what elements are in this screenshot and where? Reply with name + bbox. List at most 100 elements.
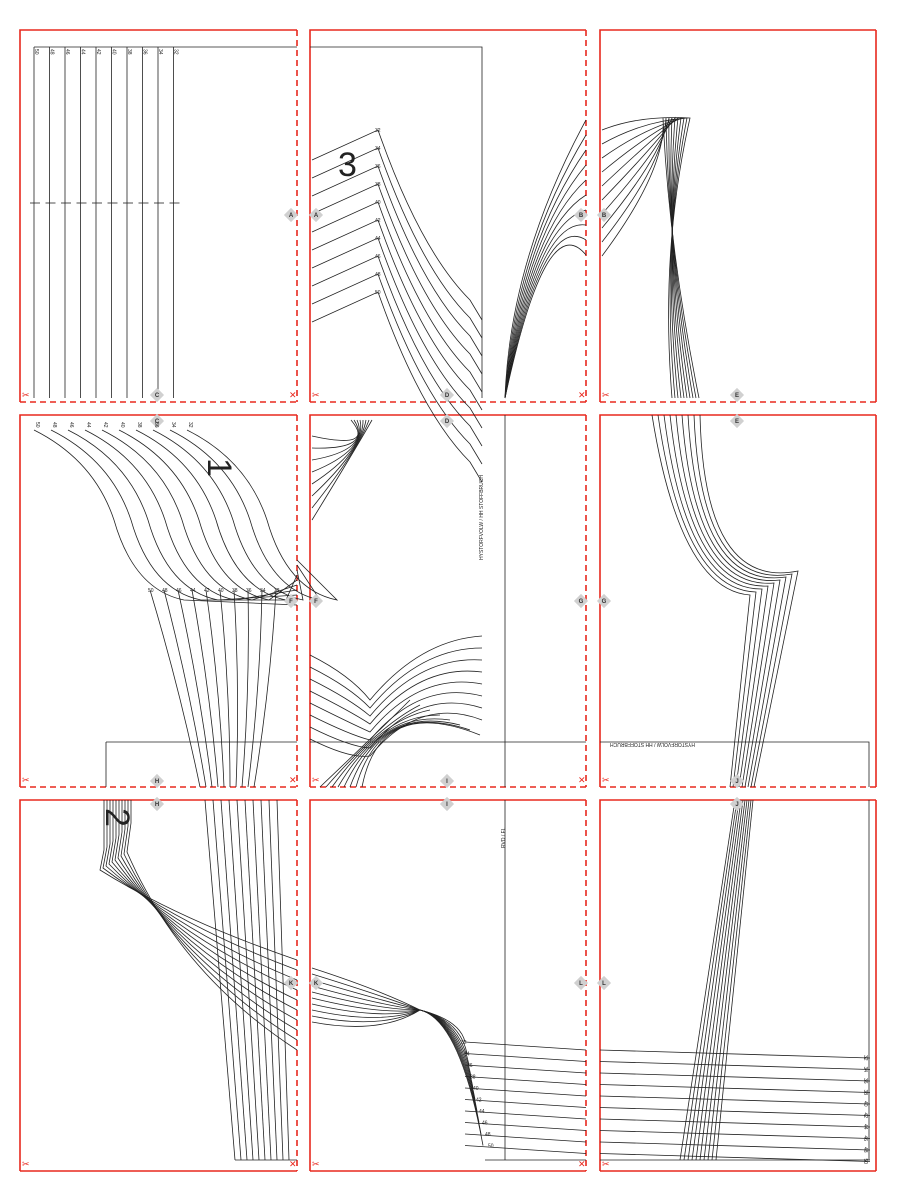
- piece2-line: [108, 800, 298, 991]
- curve-line: [311, 419, 360, 461]
- size-line: [464, 1041, 587, 1051]
- curve-line: [699, 799, 746, 1161]
- size-line: [599, 1084, 871, 1093]
- scissors-icon: ✂: [22, 1159, 30, 1169]
- size-line: [599, 1061, 871, 1070]
- cut-mark-icon: ✕: [578, 1159, 586, 1169]
- marker-label: H: [155, 802, 159, 808]
- marker-label: I: [446, 779, 448, 785]
- size-label: 46: [375, 254, 381, 260]
- curve-line: [663, 414, 763, 788]
- size-label: 44: [862, 1124, 868, 1130]
- marker-label: C: [155, 419, 160, 425]
- piece2-line: [120, 800, 298, 1031]
- curve-line: [601, 117, 685, 399]
- size-label: 36: [467, 1063, 473, 1069]
- cut-mark-icon: ✕: [289, 1159, 297, 1169]
- curve-line: [601, 117, 688, 399]
- curve-line: [309, 681, 483, 733]
- size-label: 48: [162, 588, 168, 594]
- piece2-line: [260, 799, 278, 1161]
- curve-line: [504, 119, 587, 399]
- piece3-line: [311, 165, 483, 357]
- curve-line: [601, 117, 694, 399]
- marker-diamond: [729, 413, 745, 429]
- pattern-line: [310, 46, 483, 398]
- piece1-line: [33, 429, 298, 606]
- size-label: 36: [862, 1078, 868, 1084]
- marker-j: J: [729, 796, 745, 812]
- size-line: [464, 1053, 587, 1062]
- size-label: 50: [33, 49, 39, 55]
- piece3-line: [311, 255, 483, 447]
- size-label: 40: [218, 588, 224, 594]
- size-label: 50: [34, 422, 40, 428]
- size-label: 32: [375, 128, 381, 134]
- tile: ✂✕: [19, 799, 298, 1172]
- scissors-icon: ✂: [22, 775, 30, 785]
- tile: ✂✕: [309, 29, 587, 403]
- piece3-line: [311, 291, 483, 483]
- curve-line: [361, 722, 481, 788]
- size-label: 50: [488, 1144, 494, 1150]
- size-line: [464, 1110, 587, 1120]
- piece2-line: [244, 799, 266, 1161]
- curve-line: [355, 721, 471, 788]
- curve-line: [679, 799, 736, 1161]
- tile-edge: [599, 414, 876, 787]
- curve-line: [337, 714, 441, 788]
- tile: ✂: [599, 414, 877, 788]
- tile-edge: [599, 29, 876, 402]
- curve-line: [675, 414, 775, 788]
- curve-line: [695, 799, 744, 1161]
- size-label: 34: [464, 1052, 470, 1058]
- marker-k: K: [283, 975, 299, 991]
- size-label: 36: [246, 588, 252, 594]
- size-label: 40: [473, 1086, 479, 1092]
- curve-line: [311, 967, 466, 1043]
- tile: ✂✕: [309, 799, 587, 1172]
- curve-line: [681, 414, 781, 788]
- curve-line: [311, 1009, 482, 1135]
- marker-label: E: [735, 393, 739, 399]
- pattern-line: [105, 741, 297, 787]
- cut-mark-icon: ✕: [578, 775, 586, 785]
- piece1-line: [149, 589, 201, 788]
- piece1-line: [163, 589, 207, 788]
- fold-label-mirrored: HYSTORFVOLW / HH STOFFBRUCH: [610, 741, 695, 747]
- curve-line: [311, 1009, 480, 1123]
- pattern-line: [485, 800, 586, 1161]
- curve-line: [504, 179, 587, 399]
- marker-label: G: [602, 599, 607, 605]
- piece1-line: [241, 589, 249, 788]
- piece1-line: [169, 429, 321, 601]
- marker-label: B: [602, 213, 607, 219]
- curve-line: [311, 1009, 484, 1146]
- piece2-line: [252, 799, 272, 1161]
- tile-edge: [309, 414, 586, 787]
- scissors-icon: ✂: [312, 1159, 320, 1169]
- marker-label: L: [579, 981, 583, 987]
- piece1-line: [205, 589, 225, 788]
- curve-line: [693, 414, 793, 788]
- piece3-line: [311, 219, 483, 411]
- curve-line: [683, 799, 738, 1161]
- size-label: 32: [187, 422, 193, 428]
- curve-line: [349, 720, 461, 788]
- grain-label: RVD / FL: [501, 827, 507, 848]
- curve-line: [311, 419, 373, 521]
- size-label: 34: [375, 146, 381, 152]
- marker-diamond: [729, 773, 745, 789]
- cut-mark-icon: ✕: [289, 390, 297, 400]
- size-line: [464, 1064, 587, 1074]
- curve-line: [669, 414, 769, 788]
- marker-diamond: [596, 593, 612, 609]
- curve-line: [309, 670, 483, 725]
- curve-line: [311, 419, 359, 441]
- fold-label: HYSTORFVOLW / HH STOFFBRUCH: [479, 475, 485, 560]
- size-label: 34: [157, 49, 163, 55]
- marker-diamond: [308, 593, 324, 609]
- size-label: 38: [136, 422, 142, 428]
- curve-line: [504, 244, 587, 399]
- marker-g: G: [573, 593, 589, 609]
